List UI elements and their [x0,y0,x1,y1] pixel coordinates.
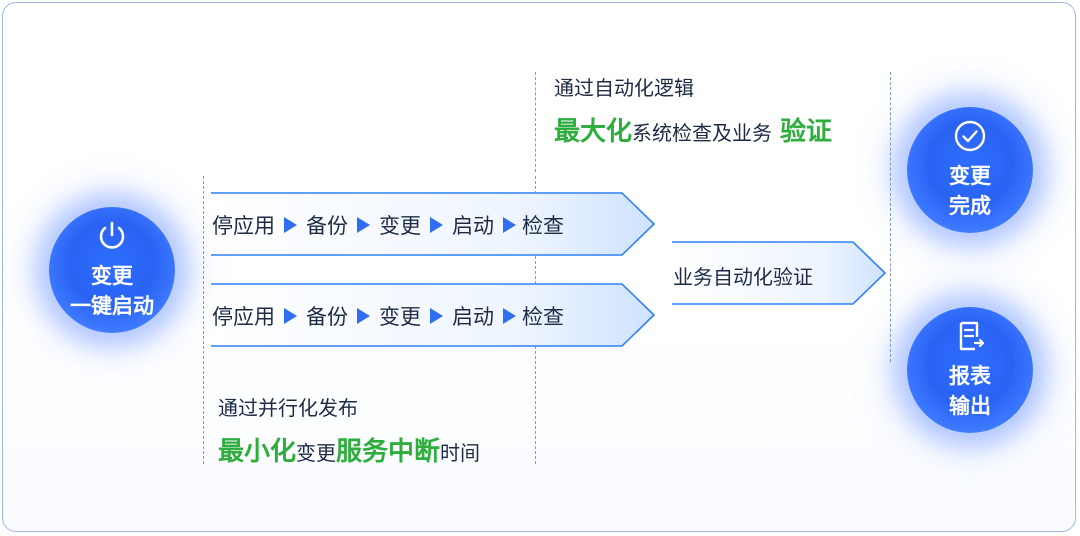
auto-note-line1: 通过自动化逻辑 [554,76,694,100]
step-arrow-icon [503,308,516,324]
start-button[interactable]: 变更 一键启动 [49,207,175,333]
pipeline-row-1: 停应用 备份 变更 启动 检查 [212,210,564,240]
pipeline-row-2: 停应用 备份 变更 启动 检查 [212,301,564,331]
verify-label: 业务自动化验证 [673,265,813,289]
step-arrow-icon [430,308,443,324]
step-arrow-icon [503,217,516,233]
step-stop-app: 停应用 [212,214,275,238]
report-label-1: 报表 [949,364,991,388]
step-change: 变更 [379,305,421,329]
power-icon [95,219,129,257]
step-stop-app: 停应用 [212,305,275,329]
parallel-note-part: 变更 [296,441,337,465]
step-change: 变更 [379,214,421,238]
step-start: 启动 [452,305,494,329]
step-arrow-icon [357,217,370,233]
parallel-note-part: 最小化 [218,437,297,467]
done-label-2: 完成 [949,194,991,218]
parallel-note: 通过并行化发布 最小化变更服务中断时间 [218,392,480,468]
auto-note-line2: 最大化系统检查及业务验证 [554,111,832,148]
divider-line-1 [203,176,204,464]
step-arrow-icon [284,308,297,324]
report-output-node: 报表 输出 [907,307,1033,433]
step-backup: 备份 [306,305,348,329]
step-check: 检查 [522,305,564,329]
step-arrow-icon [357,308,370,324]
step-arrow-icon [284,217,297,233]
check-circle-icon [953,119,987,157]
change-done-node: 变更 完成 [907,107,1033,233]
step-backup: 备份 [306,214,348,238]
auto-note-part: 验证 [780,117,833,147]
report-icon [953,319,987,357]
step-arrow-icon [430,217,443,233]
parallel-note-line2: 最小化变更服务中断时间 [218,431,480,468]
auto-note-part: 最大化 [554,117,633,147]
parallel-note-part: 时间 [440,441,481,465]
done-label-1: 变更 [949,164,991,188]
parallel-note-line1: 通过并行化发布 [218,396,358,420]
step-check: 检查 [522,214,564,238]
start-label-1: 变更 [91,264,133,288]
step-start: 启动 [452,214,494,238]
divider-line-3 [535,72,536,172]
divider-line-4 [890,72,891,362]
report-label-2: 输出 [949,394,991,418]
parallel-note-part: 服务中断 [336,437,441,467]
verify-arrow [672,241,887,305]
start-label-2: 一键启动 [70,294,154,318]
auto-logic-note: 通过自动化逻辑 最大化系统检查及业务验证 [554,72,832,148]
auto-note-part: 系统检查及业务 [632,121,773,145]
